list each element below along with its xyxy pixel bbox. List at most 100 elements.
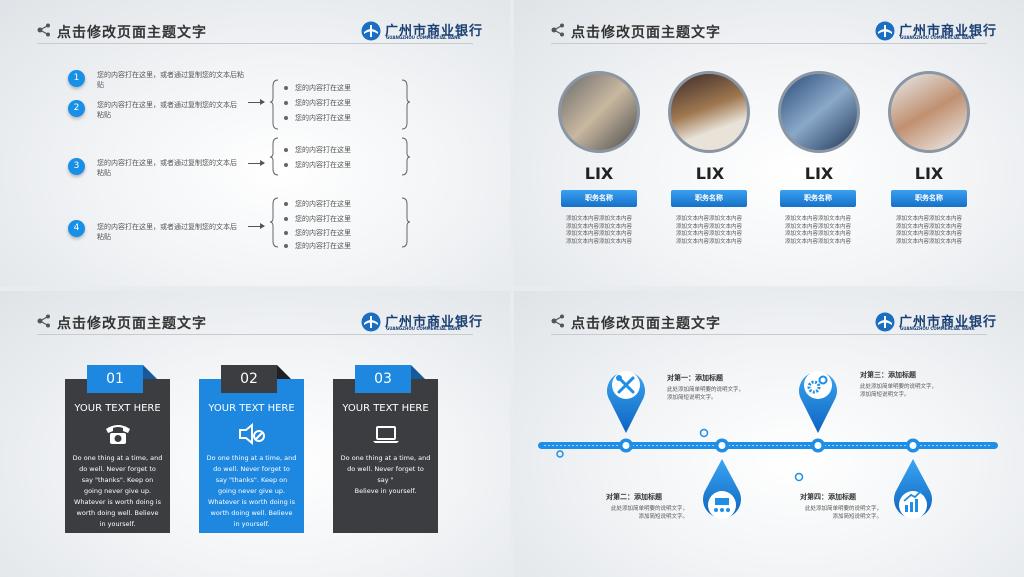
person-name: LIX: [914, 164, 944, 183]
step-number-2: 2: [68, 100, 85, 117]
bank-logo: 广州市商业银行 GUANGZHOU COMMERCIAL BANK: [361, 20, 484, 42]
bank-name: 广州市商业银行: [899, 24, 998, 39]
point-desc: 此处添加简单明要的说明文字， 添加简短说明文字。: [596, 505, 688, 521]
step-text-2: 您的内容打在这里，或者通过复制您的文本后粘贴: [97, 101, 237, 119]
growth-chart-icon: [894, 459, 932, 519]
person-photo: [558, 71, 640, 153]
card-number: 01: [87, 365, 143, 393]
point-desc: 此处添加简单明要的说明文字， 添加简短说明文字。: [860, 383, 937, 399]
card-text-line: do well. Never forget to: [347, 465, 424, 473]
bank-logo: 广州市商业银行 GUANGZHOU COMMERCIAL BANK: [361, 311, 482, 333]
gears-icon: [799, 371, 837, 433]
step-number-1: 1: [68, 70, 85, 87]
role-badge: 职务名称: [561, 190, 637, 207]
card-body: [333, 379, 438, 533]
header-divider: [551, 43, 987, 44]
timeline-graphic: [538, 371, 998, 519]
desc-line: 添加简短说明文字。: [832, 514, 882, 520]
step-text-3: 您的内容打在这里，或者通过复制您的文本后粘贴: [97, 159, 237, 177]
card-heading: YOUR TEXT HERE: [208, 403, 295, 414]
role-badge: 职务名称: [671, 190, 747, 207]
person-description: 添加文本内容添加文本内容 添加文本内容添加文本内容 添加文本内容添加文本内容 添…: [668, 216, 750, 246]
card-number: 02: [221, 365, 277, 393]
timeline-node: [906, 438, 920, 453]
card-text-line: do well. Never forget to: [213, 465, 290, 473]
bank-emblem-icon: [875, 21, 895, 41]
card-fold: [277, 365, 291, 379]
bank-name: 广州市商业银行: [899, 315, 998, 330]
share-nodes-icon: [551, 23, 564, 37]
person-description: 添加文本内容添加文本内容 添加文本内容添加文本内容 添加文本内容添加文本内容 添…: [558, 216, 640, 246]
card-text-line: worth doing well. Believe: [210, 509, 293, 517]
slide-4[interactable]: 点击修改页面主题文字 广州市商业银行 GUANGZHOU COMMERCIAL …: [514, 291, 1024, 577]
card-text-line: worth doing well. Believe: [76, 509, 159, 517]
desc-line: 此处添加简单明要的说明文字，: [667, 387, 745, 393]
bullet-item: 您的内容打在这里: [284, 161, 351, 169]
step-number-3: 3: [68, 158, 85, 175]
desc-line: 添加文本内容添加文本内容: [895, 238, 962, 245]
bank-logo: 广州市商业银行 GUANGZHOU COMMERCIAL BANK: [875, 20, 998, 42]
bank-name-en: GUANGZHOU COMMERCIAL BANK: [900, 35, 975, 40]
desc-line: 添加简短说明文字。: [667, 395, 717, 401]
card-heading: YOUR TEXT HERE: [74, 403, 161, 414]
card-text-line: Do one thing at a time, and: [340, 454, 431, 462]
brackets: [270, 79, 411, 248]
share-nodes-icon: [551, 314, 564, 328]
card-text-line: say ": [377, 476, 394, 484]
bank-name-en: GUANGZHOU COMMERCIAL BANK: [386, 326, 461, 331]
slide-3[interactable]: 点击修改页面主题文字 广州市商业银行 GUANGZHOU COMMERCIAL …: [0, 291, 510, 577]
point-title: 对第四：添加标题: [800, 493, 856, 501]
person-description: 添加文本内容添加文本内容 添加文本内容添加文本内容 添加文本内容添加文本内容 添…: [888, 216, 970, 246]
card-text-line: Do one thing at a time, and: [72, 454, 163, 462]
role-badge: 职务名称: [780, 190, 856, 207]
arrow-2: [248, 99, 265, 105]
card-text: Do one thing at a time, and do well. Nev…: [69, 453, 166, 530]
desc-line: 此处添加简单明要的说明文字，: [860, 384, 938, 390]
card-text-line: Whatever is worth doing is: [207, 498, 296, 506]
bank-name: 广州市商业银行: [385, 24, 484, 39]
step-number-4: 4: [68, 220, 85, 237]
bullet-item: 您的内容打在这里: [284, 242, 351, 250]
desc-line: 添加文本内容添加文本内容: [565, 223, 632, 230]
person-description: 添加文本内容添加文本内容 添加文本内容添加文本内容 添加文本内容添加文本内容 添…: [777, 216, 859, 246]
slide-title: 点击修改页面主题文字: [571, 316, 721, 332]
slide-title: 点击修改页面主题文字: [571, 25, 721, 41]
timeline-node: [715, 438, 729, 453]
card-text-line: going never give up.: [217, 487, 286, 495]
card-fold: [411, 365, 425, 379]
step-text-4: 您的内容打在这里，或者通过复制您的文本后粘贴: [97, 223, 237, 241]
slide-2[interactable]: 点击修改页面主题文字 广州市商业银行 GUANGZHOU COMMERCIAL …: [514, 0, 1024, 286]
slide-title: 点击修改页面主题文字: [57, 316, 207, 332]
card-body: [65, 379, 170, 533]
info-card-2: 02 YOUR TEXT HERE Do one thing at a time…: [199, 365, 304, 533]
point-title: 对第一：添加标题: [667, 374, 723, 382]
mute-speaker-icon: [239, 422, 265, 446]
card-text: Do one thing at a time, and do well. Nev…: [337, 453, 434, 497]
slide-title: 点击修改页面主题文字: [57, 25, 207, 41]
card-text-line: Believe in yourself.: [354, 487, 417, 495]
role-badge: 职务名称: [891, 190, 967, 207]
timeline-node: [619, 438, 633, 453]
person-name: LIX: [584, 164, 614, 183]
desc-line: 此处添加简单明要的说明文字，: [610, 506, 688, 512]
desc-line: 添加文本内容添加文本内容: [565, 238, 632, 245]
bank-name-en: GUANGZHOU COMMERCIAL BANK: [900, 326, 975, 331]
card-number: 03: [355, 365, 411, 393]
team-icon: [703, 459, 741, 519]
bank-emblem-icon: [361, 21, 381, 41]
desc-line: 此处添加简单明要的说明文字，: [804, 506, 882, 512]
card-text-line: in yourself.: [99, 520, 136, 528]
point-desc: 此处添加简单明要的说明文字， 添加简短说明文字。: [790, 505, 882, 521]
desc-line: 添加文本内容添加文本内容: [895, 216, 962, 222]
header-divider: [37, 43, 473, 44]
slide-1[interactable]: 点击修改页面主题文字 广州市商业银行 GUANGZHOU COMMERCIAL …: [0, 0, 510, 286]
person-name: LIX: [695, 164, 725, 183]
point-title: 对第二：添加标题: [606, 493, 662, 501]
step-text-1: 您的内容打在这里，或者通过复制您的文本后粘贴: [97, 71, 244, 89]
card-text-line: say "thanks". Keep on: [215, 476, 288, 484]
card-body: [199, 379, 304, 533]
info-card-3: 03 YOUR TEXT HERE Do one thing at a time…: [333, 365, 438, 533]
card-text: Do one thing at a time, and do well. Nev…: [203, 453, 300, 530]
person-photo: [668, 71, 750, 153]
slide-header: 点击修改页面主题文字: [0, 291, 510, 337]
